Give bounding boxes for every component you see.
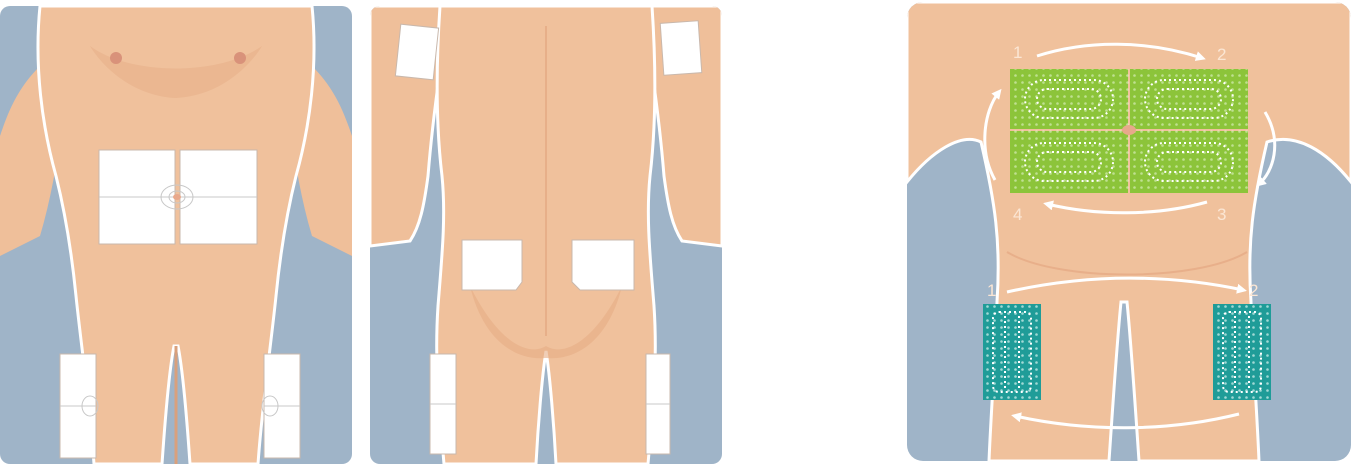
back-patch-right-arm: [660, 21, 702, 76]
front-body-illustration: [0, 6, 352, 464]
thigh-label-2: 2: [1249, 281, 1258, 300]
thigh-label-1: 1: [987, 281, 996, 300]
rotation-zones-panel: 1 2 3 4 1 2: [907, 2, 1351, 461]
back-patch-right-buttock: [572, 240, 634, 290]
back-patch-left-arm: [395, 24, 438, 80]
back-patch-left-buttock: [462, 240, 522, 290]
back-body-illustration: [370, 6, 722, 464]
abdomen-label-2: 2: [1217, 45, 1226, 64]
front-navel: [173, 194, 181, 200]
thigh-zone-right-dots: [1213, 304, 1271, 400]
front-view-panel: [0, 6, 352, 464]
abdomen-label-4: 4: [1013, 205, 1022, 224]
zones-navel: [1122, 125, 1136, 135]
abdomen-zone: [1010, 69, 1248, 193]
abdomen-label-1: 1: [1013, 43, 1022, 62]
thigh-zone-left-dots: [983, 304, 1041, 400]
front-right-nipple: [234, 52, 246, 64]
front-left-nipple: [110, 52, 122, 64]
back-view-panel: [370, 6, 722, 464]
abdomen-label-3: 3: [1217, 205, 1226, 224]
rotation-zones-illustration: 1 2 3 4 1 2: [907, 2, 1351, 461]
